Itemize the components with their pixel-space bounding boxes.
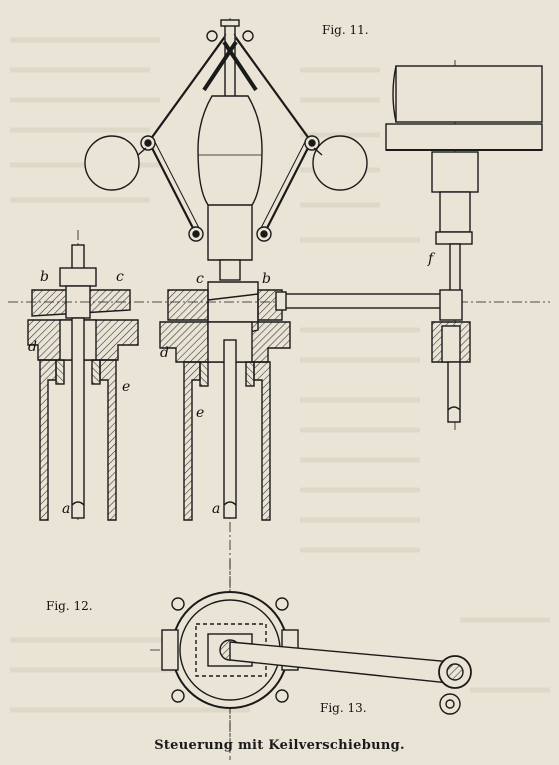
governor-assembly	[84, 18, 368, 760]
left-valve-rod	[71, 317, 85, 519]
part-label-e-left: e	[122, 379, 131, 395]
part-label-a-mid: a	[212, 501, 221, 517]
part-label-a-left: a	[62, 501, 71, 517]
part-label-c-left: c	[116, 269, 124, 285]
rod-f	[449, 243, 461, 295]
part-label-d-mid: d	[160, 345, 169, 361]
part-label-c-mid: c	[196, 271, 204, 287]
figure-11-label: Fig. 11.	[322, 23, 369, 37]
part-label-b-mid: b	[262, 271, 271, 287]
figure-12-label: Fig. 12.	[46, 599, 93, 613]
part-label-e-mid: e	[196, 405, 205, 421]
part-label-d-left: d	[28, 339, 37, 355]
figure-caption: Steuerung mit Keilverschiebung.	[154, 738, 405, 753]
flyball-left	[84, 135, 140, 191]
horizontal-link-rod	[8, 291, 550, 311]
valve-left	[27, 230, 139, 521]
governor-sleeve	[197, 95, 263, 261]
part-label-b-left: b	[40, 269, 49, 285]
right-cylinder-assembly	[385, 60, 543, 430]
flyball-right	[312, 135, 368, 191]
valve-middle	[159, 281, 291, 521]
plan-view	[150, 560, 472, 740]
cylinder-cap	[395, 65, 543, 123]
figure-13-label: Fig. 13.	[320, 701, 367, 715]
part-label-f-right: f	[428, 251, 434, 267]
middle-valve-rod	[223, 339, 237, 519]
